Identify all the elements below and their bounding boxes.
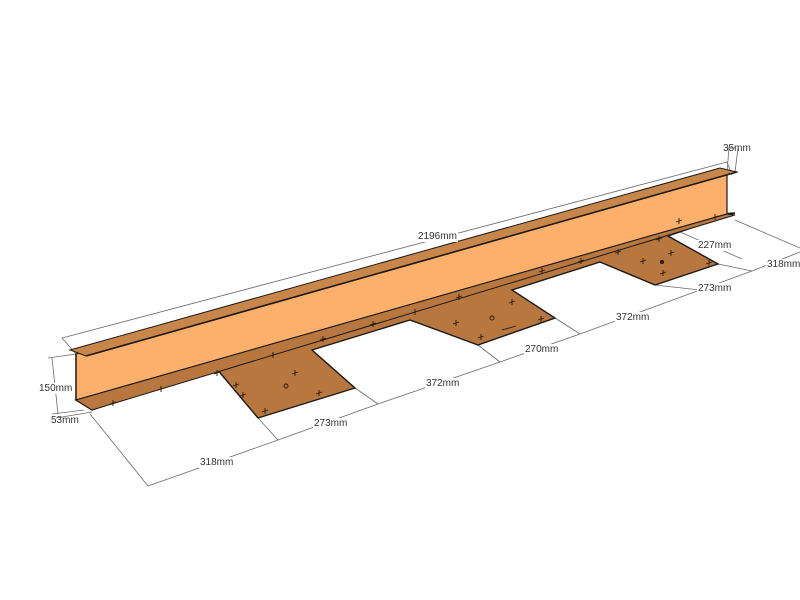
bottom-flange-front: [74, 213, 736, 411]
top-lip: [68, 167, 739, 357]
dim-height: 150mm: [38, 383, 74, 394]
dim-bottom-flange: 53mm: [51, 415, 79, 426]
dim-plate3-width: 273mm: [697, 283, 733, 294]
dim-gap2: 372mm: [615, 312, 651, 323]
dim-plate2-width: 270mm: [524, 344, 560, 355]
dim-overall-length: 2196mm: [417, 231, 458, 242]
fastener-marks: [109, 214, 719, 414]
dim-gap1: 372mm: [425, 378, 461, 389]
dim-plate1-width: 273mm: [313, 418, 349, 429]
dim-plate-depth: 227mm: [697, 240, 733, 251]
dim-right-end-offset: 318mm: [766, 259, 800, 270]
web-face: [75, 171, 728, 401]
dim-top-lip: 35mm: [723, 143, 751, 154]
dim-left-end-offset: 318mm: [199, 457, 235, 468]
